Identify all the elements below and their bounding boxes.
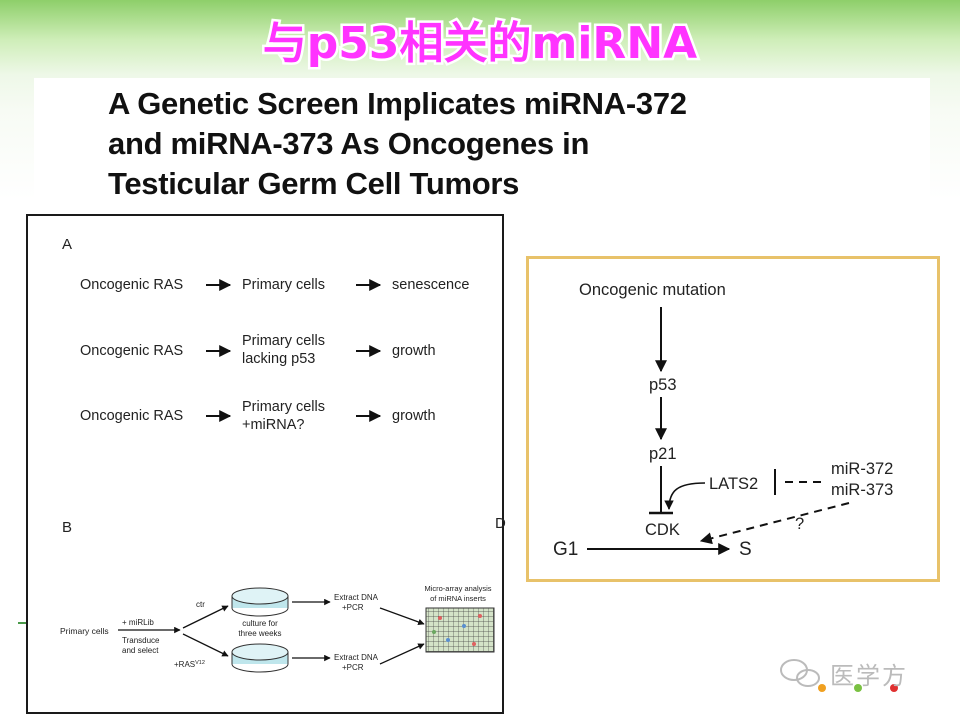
g1-label: G1: [553, 539, 578, 560]
extract-label: Extract DNA: [334, 593, 379, 602]
ras-superscript: V12: [195, 660, 205, 666]
dot-icon: [890, 684, 898, 692]
watermark-text: 医学方: [830, 662, 908, 690]
flow-line: [379, 643, 425, 665]
mir372-label: miR-372: [831, 460, 893, 478]
panel-a-label: A: [62, 236, 72, 253]
extract-label: +PCR: [342, 663, 364, 672]
ctr-label: ctr: [196, 600, 205, 609]
row-outcome: growth: [392, 343, 436, 359]
dashed-arrow: [699, 502, 850, 545]
side-mark: [18, 622, 26, 624]
dot-icon: [818, 684, 826, 692]
s-label: S: [739, 539, 752, 560]
ras-label: +RASV12: [174, 660, 205, 669]
mirlib-label: + miRLib: [122, 618, 154, 627]
p53-label: p53: [649, 376, 677, 394]
microarray-label: Micro-array analysis: [424, 584, 491, 593]
culture-label: culture for: [242, 619, 278, 628]
extract-label: +PCR: [342, 603, 364, 612]
paper-title-line: Testicular Germ Cell Tumors: [108, 166, 520, 201]
row-cells: +miRNA?: [242, 417, 304, 433]
flow-line: [182, 633, 229, 657]
ras-text: +RAS: [174, 660, 195, 669]
microarray-label: of miRNA inserts: [430, 594, 486, 603]
row-outcome: growth: [392, 408, 436, 424]
row-cells: lacking p53: [242, 351, 315, 367]
row-input: Oncogenic RAS: [80, 408, 183, 424]
pathway-inset: Oncogenic mutation p53 p21 LATS2 miR-372…: [526, 256, 940, 582]
primary-cells-label: Primary cells: [60, 626, 109, 636]
dot-icon: [854, 684, 862, 692]
culture-label: three weeks: [238, 629, 281, 638]
paper-title-band: [34, 78, 930, 218]
paper-title-line: A Genetic Screen Implicates miRNA-372: [108, 86, 687, 121]
cdk-label: CDK: [645, 521, 680, 539]
panel-a-row: Oncogenic RAS Primary cells lacking p53 …: [80, 333, 436, 367]
extract-label: Extract DNA: [334, 653, 379, 662]
panel-a-row: Oncogenic RAS Primary cells +miRNA? grow…: [80, 399, 436, 433]
flow-line: [379, 607, 425, 626]
lats2-arrow: [664, 482, 706, 510]
watermark: 医学方: [776, 650, 936, 700]
row-cells: Primary cells: [242, 277, 325, 293]
panel-a-row: Oncogenic RAS Primary cells senescence: [80, 277, 469, 293]
panel-b-label: B: [62, 519, 72, 536]
microarray-grid: [425, 607, 495, 653]
slide-title: 与p53相关的miRNA: [260, 16, 699, 72]
row-input: Oncogenic RAS: [80, 277, 183, 293]
wechat-icon: [780, 659, 820, 687]
mir373-label: miR-373: [831, 481, 893, 499]
panel-d-label-cut: D: [495, 515, 506, 532]
question-label: ?: [795, 515, 804, 533]
paper-title-line: and miRNA-373 As Oncogenes in: [108, 126, 590, 161]
row-cells: Primary cells: [242, 399, 325, 415]
transduce-label: and select: [122, 646, 159, 655]
slide-title-text: 与p53相关的miRNA: [263, 18, 697, 69]
culture-dish: [231, 587, 289, 617]
flow-line: [182, 605, 229, 629]
p21-label: p21: [649, 445, 677, 463]
mutation-label: Oncogenic mutation: [579, 281, 726, 299]
figure-panel-ab: A Oncogenic RAS Primary cells senescence…: [26, 214, 504, 714]
transduce-label: Transduce: [122, 636, 160, 645]
lats2-label: LATS2: [709, 475, 758, 493]
row-outcome: senescence: [392, 277, 469, 293]
row-input: Oncogenic RAS: [80, 343, 183, 359]
row-cells: Primary cells: [242, 333, 325, 349]
culture-dish: [231, 643, 289, 673]
paper-title: A Genetic Screen Implicates miRNA-372 an…: [108, 84, 908, 204]
